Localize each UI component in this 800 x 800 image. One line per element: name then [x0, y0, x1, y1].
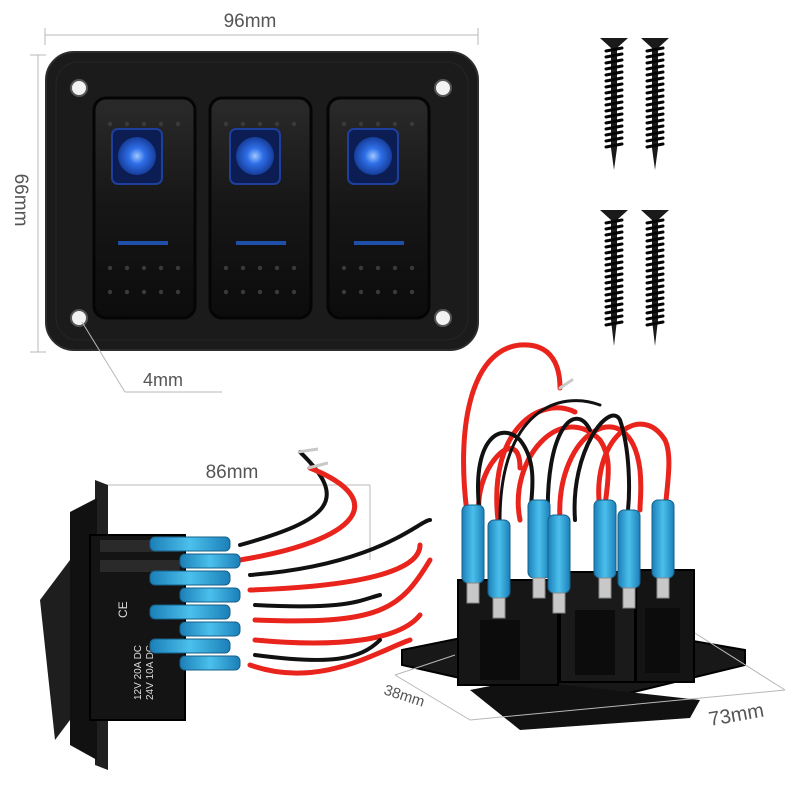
- blue-led-icon: [354, 137, 392, 175]
- hole-dimension-label: 4mm: [143, 370, 183, 390]
- screw-threads: [604, 46, 665, 327]
- wire-tips: [297, 447, 329, 470]
- screw-icon: [600, 210, 628, 346]
- back-view: 38mm 73mm: [382, 342, 786, 731]
- side-wires: [237, 450, 433, 676]
- ce-mark: CE: [116, 601, 130, 618]
- side-view: 86mm CE 12V 20A DC 24V: [40, 447, 433, 770]
- mounting-holes: [70, 79, 452, 327]
- side-connectors: [149, 536, 241, 671]
- screws: [600, 38, 669, 346]
- rating-line-2: 24V 10A DC: [145, 645, 156, 700]
- blue-led-icon: [118, 137, 156, 175]
- rocker-switch-3[interactable]: [326, 96, 431, 320]
- wire-length-dimension-label: 86mm: [206, 462, 259, 483]
- blue-led-icon: [236, 137, 274, 175]
- length-dimension-label: 73mm: [707, 700, 766, 731]
- front-view: 96mm 66mm 4mm: [10, 11, 479, 393]
- depth-dimension-label: 38mm: [382, 682, 427, 711]
- rocker-dots: [107, 121, 415, 295]
- rocker-switch-1[interactable]: [92, 96, 197, 320]
- height-dimension-label: 66mm: [10, 174, 31, 227]
- rating-line-1: 12V 20A DC: [133, 645, 144, 700]
- back-wires: [461, 342, 672, 523]
- rocker-switch-2[interactable]: [208, 96, 313, 320]
- screw-icon: [641, 210, 669, 346]
- back-connectors: [461, 499, 675, 619]
- switch-body-label: CE 12V 20A DC 24V 10A DC: [116, 601, 156, 700]
- width-dimension-label: 96mm: [224, 11, 277, 32]
